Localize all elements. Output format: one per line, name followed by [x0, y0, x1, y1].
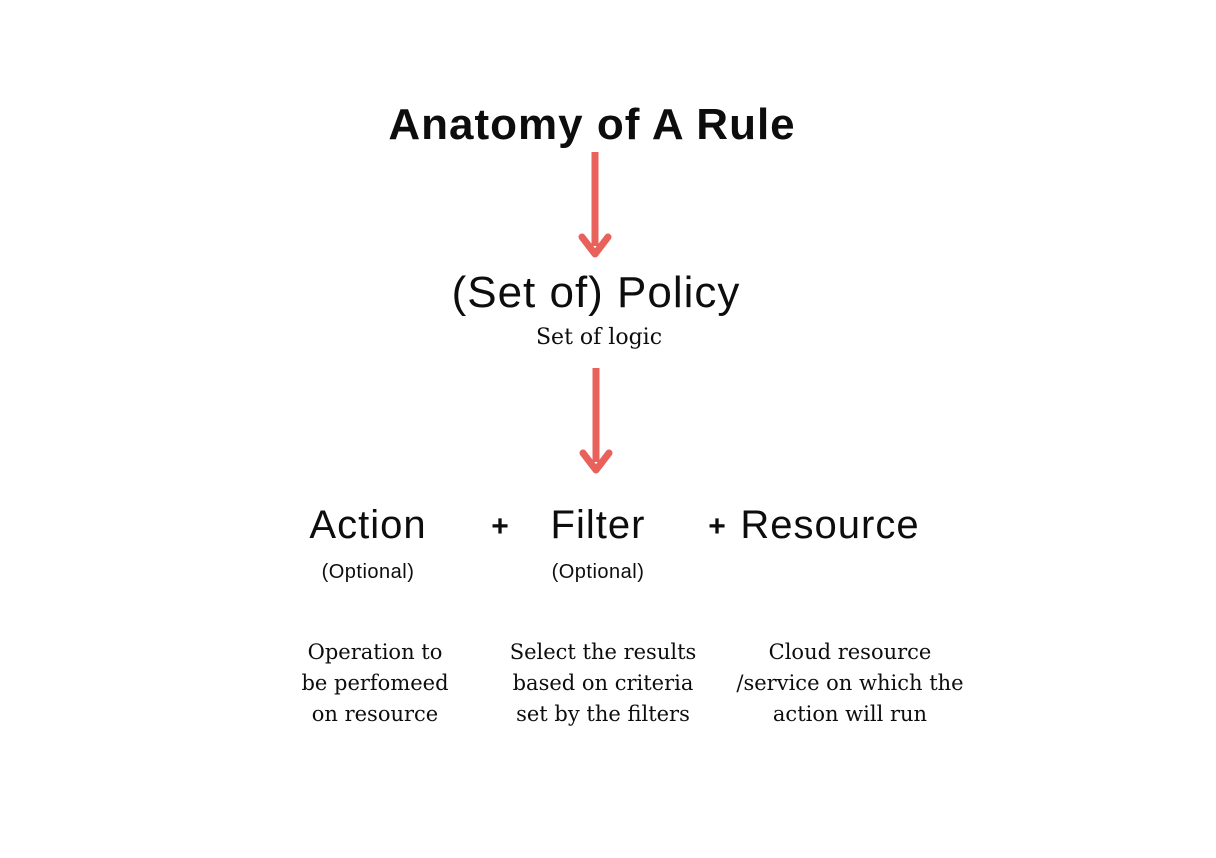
component-label-filter: Filter — [550, 503, 646, 547]
down-arrow-icon — [579, 368, 613, 474]
description-line: Select the results — [509, 640, 697, 664]
description-line: /service on which the — [736, 671, 964, 695]
description-line: based on criteria — [512, 671, 694, 695]
description-line: action will run — [772, 702, 928, 726]
policy-sublabel: Set of logic — [535, 325, 663, 350]
description-action: Operation to be perfomeed on resource — [301, 637, 448, 730]
description-filter: Select the results based on criteria set… — [510, 637, 697, 730]
optional-label-action: (Optional) — [321, 561, 415, 583]
description-line: set by the filters — [516, 702, 690, 726]
plus-sign: + — [708, 510, 726, 543]
description-line: Operation to — [307, 640, 443, 664]
description-line: on resource — [311, 702, 439, 726]
policy-label: (Set of) Policy — [451, 268, 741, 317]
plus-sign: + — [491, 510, 509, 543]
component-label-resource: Resource — [740, 503, 920, 547]
component-label-action: Action — [309, 503, 427, 547]
description-resource: Cloud resource /service on which the act… — [736, 637, 963, 730]
description-line: be perfomeed — [301, 671, 449, 695]
diagram-title: Anatomy of A Rule — [388, 100, 796, 149]
down-arrow-icon — [578, 152, 612, 258]
optional-label-filter: (Optional) — [551, 561, 645, 583]
description-line: Cloud resource — [768, 640, 932, 664]
